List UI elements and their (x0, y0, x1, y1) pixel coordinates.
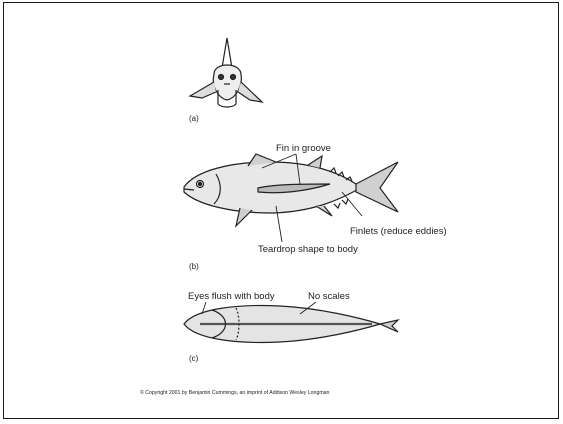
panel-b-label: (b) (189, 262, 199, 271)
copyright-text: © Copyright 2001 by Benjamin Cummings, a… (140, 389, 330, 396)
fish-top-view (184, 306, 398, 343)
tuna-side-view (184, 154, 398, 226)
label-no-scales: No scales (308, 291, 350, 302)
label-eyes-flush: Eyes flush with body (188, 291, 275, 302)
label-teardrop: Teardrop shape to body (258, 244, 358, 255)
label-finlets: Finlets (reduce eddies) (350, 226, 447, 237)
fish-front-view (190, 38, 262, 107)
panel-c-label: (c) (189, 354, 199, 363)
panel-a-label: (a) (189, 114, 199, 123)
label-fin-in-groove: Fin in groove (276, 143, 331, 154)
